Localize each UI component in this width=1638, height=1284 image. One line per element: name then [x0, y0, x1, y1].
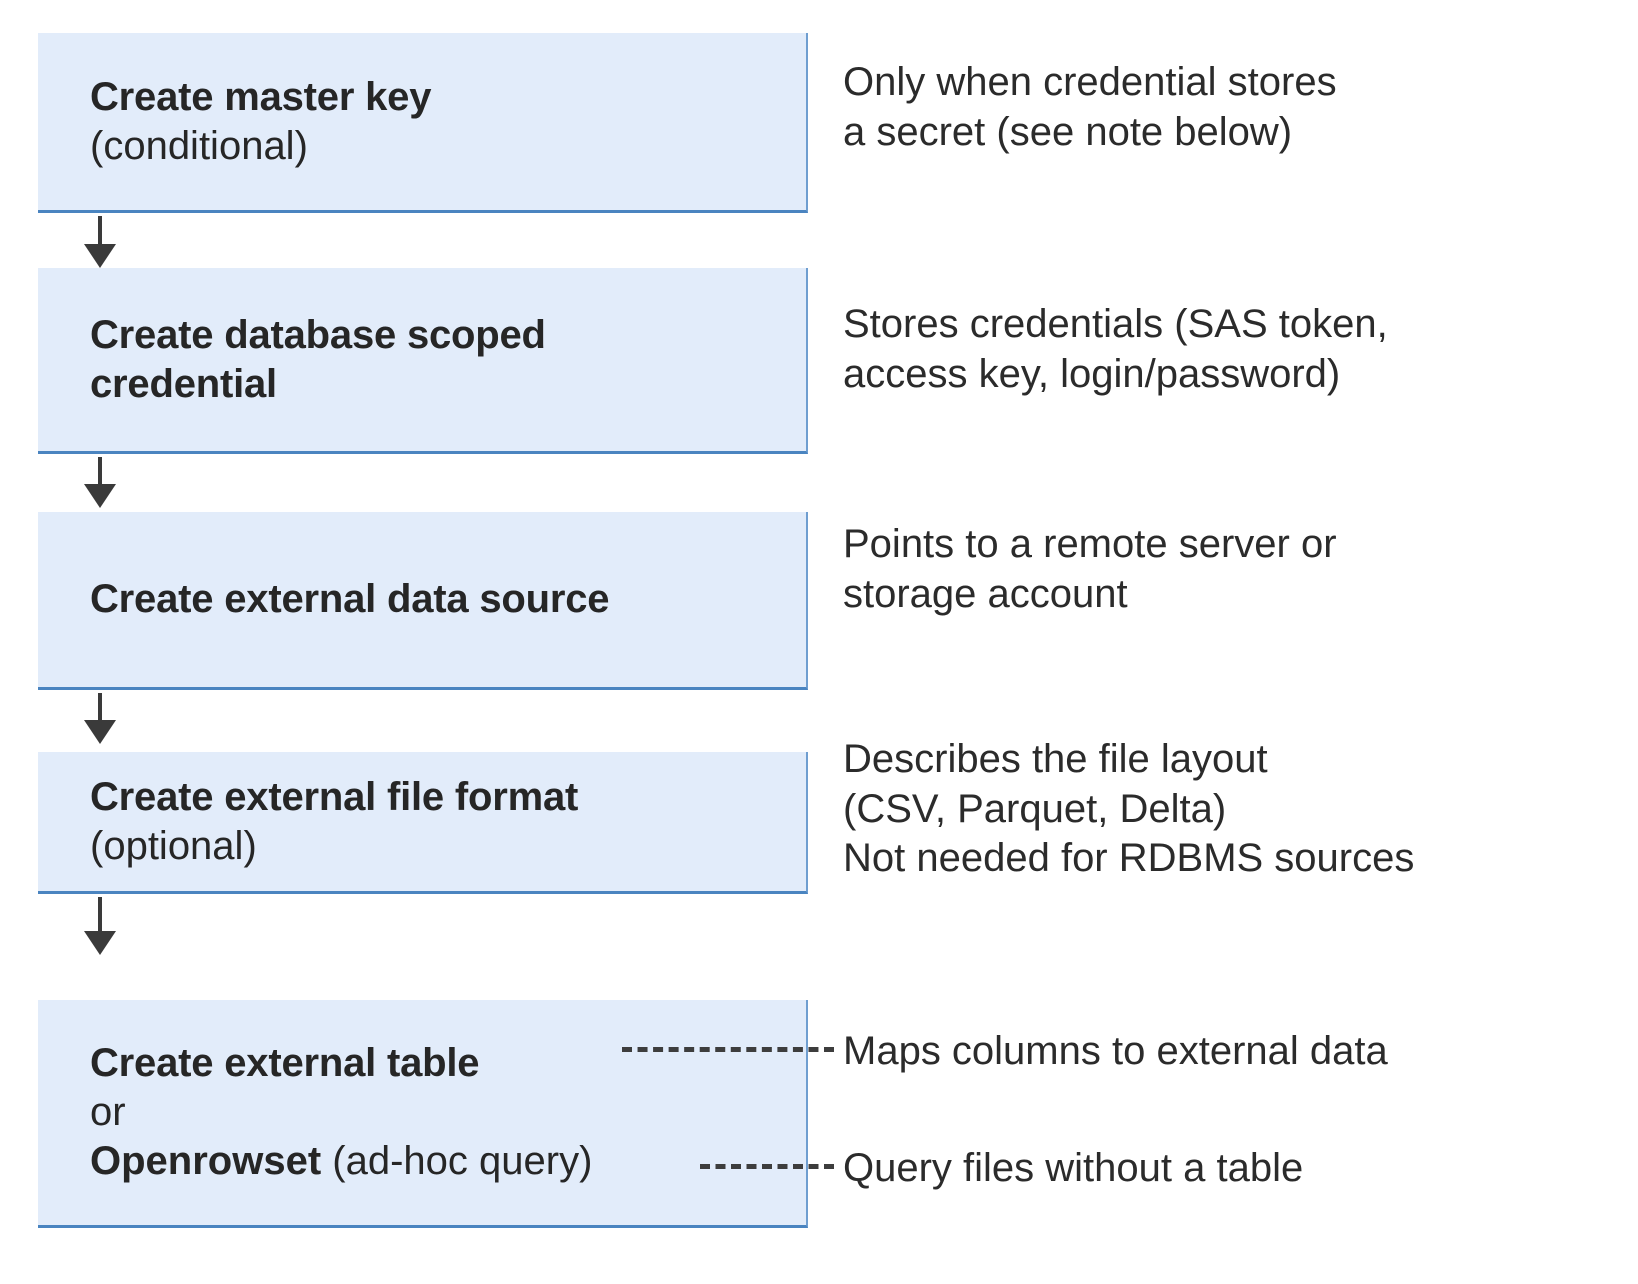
- note-line: Stores credentials (SAS token,: [843, 302, 1388, 346]
- step-title-continued: credential: [90, 361, 277, 406]
- note-create-master-key: Only when credential stores a secret (se…: [843, 58, 1633, 157]
- arrow-step1-to-step2: [83, 216, 117, 268]
- arrow-step2-to-step3: [83, 457, 117, 509]
- step-box-label-group: Create external table or Openrowset (ad-…: [38, 1039, 806, 1185]
- note-line: Only when credential stores: [843, 60, 1337, 104]
- note-line: Describes the file layout: [843, 737, 1268, 781]
- step-title: Create master key: [90, 74, 432, 119]
- note-create-database-scoped-credential: Stores credentials (SAS token, access ke…: [843, 300, 1633, 399]
- arrow-stem: [98, 693, 102, 724]
- note-line: access key, login/password): [843, 351, 1341, 396]
- arrow-step3-to-step4: [83, 693, 117, 745]
- step-subtitle: (optional): [90, 823, 257, 868]
- arrow-head-icon: [84, 720, 116, 744]
- arrow-stem: [98, 216, 102, 248]
- openrowset-label: Openrowset: [90, 1138, 322, 1183]
- step-alternative-openrowset: Openrowset (ad-hoc query): [90, 1137, 790, 1186]
- step-title: Create external table: [90, 1041, 480, 1086]
- arrow-stem: [98, 897, 102, 935]
- note-line: Points to a remote server or: [843, 522, 1337, 566]
- note-line: a secret (see note below): [843, 109, 1293, 154]
- dashed-connector-external-table: [622, 1047, 834, 1052]
- note-create-external-file-format: Describes the file layout (CSV, Parquet,…: [843, 735, 1633, 884]
- note-create-external-data-source: Points to a remote server or storage acc…: [843, 520, 1633, 619]
- step-box-label-group: Create external file format (optional): [38, 773, 806, 871]
- arrow-head-icon: [84, 484, 116, 508]
- openrowset-qualifier: (ad-hoc query): [321, 1138, 593, 1183]
- step-box-create-master-key[interactable]: Create master key (conditional): [38, 33, 808, 213]
- step-box-label-group: Create master key (conditional): [38, 73, 806, 171]
- arrow-stem: [98, 457, 102, 488]
- step-title: Create external file format: [90, 774, 579, 819]
- step-box-label-group: Create database scoped credential: [38, 311, 806, 409]
- step-box-label-group: Create external data source: [38, 575, 806, 624]
- step-box-create-database-scoped-credential[interactable]: Create database scoped credential: [38, 268, 808, 454]
- step-title: Create database scoped: [90, 312, 546, 357]
- note-line: Query files without a table: [843, 1146, 1304, 1190]
- note-line: Not needed for RDBMS sources: [843, 836, 1415, 881]
- dashed-connector-openrowset: [700, 1164, 834, 1169]
- note-create-external-table: Maps columns to external data: [843, 1027, 1633, 1077]
- arrow-head-icon: [84, 931, 116, 955]
- step-subtitle: (conditional): [90, 123, 308, 168]
- note-openrowset: Query files without a table: [843, 1144, 1633, 1194]
- step-separator-or: or: [90, 1090, 126, 1135]
- step-box-create-external-table-or-openrowset[interactable]: Create external table or Openrowset (ad-…: [38, 1000, 808, 1228]
- arrow-step4-to-step5: [83, 897, 117, 957]
- note-line: storage account: [843, 571, 1128, 616]
- note-line: Maps columns to external data: [843, 1029, 1388, 1073]
- step-title: Create external data source: [90, 577, 610, 622]
- note-line: (CSV, Parquet, Delta): [843, 786, 1227, 831]
- arrow-head-icon: [84, 244, 116, 268]
- step-box-create-external-data-source[interactable]: Create external data source: [38, 512, 808, 690]
- step-box-create-external-file-format[interactable]: Create external file format (optional): [38, 752, 808, 894]
